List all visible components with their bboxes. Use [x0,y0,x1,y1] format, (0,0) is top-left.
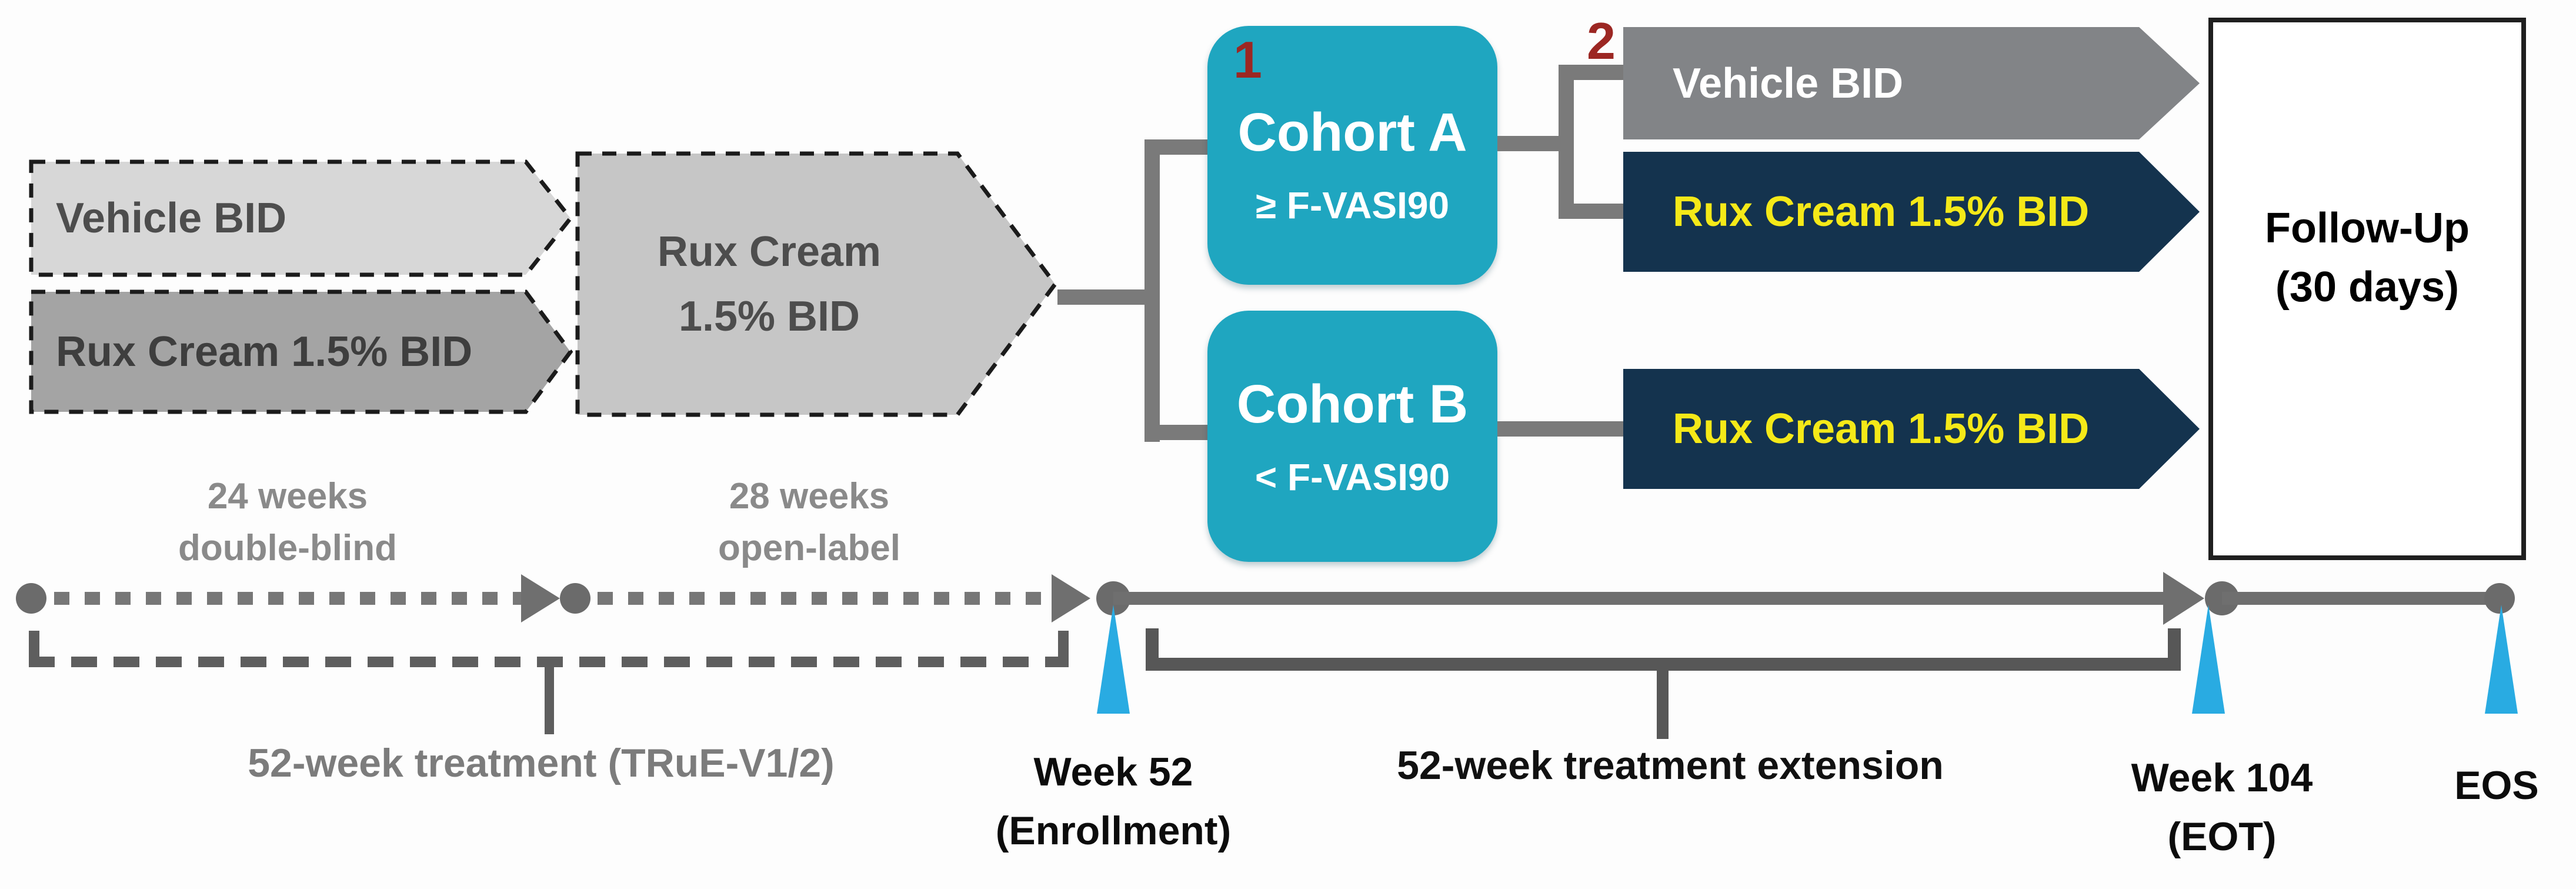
rux-arm-cohort-a-arrow: Rux Cream 1.5% BID [1623,152,2200,272]
pentagon-label-line2: 1.5% BID [678,293,860,340]
vehicle-bid-initial-label: Vehicle BID [56,195,287,242]
bracket2-label: 52-week treatment extension [1397,743,1944,788]
followup-box: Follow-Up (30 days) [2208,18,2526,560]
vehicle-arm-label: Vehicle BID [1673,59,1904,107]
timeline-followup-segment [2222,592,2500,605]
bracket2-right-tick [2168,628,2181,665]
phase2-label-line1: 28 weeks [729,476,890,517]
cohort-b-title: Cohort B [1236,374,1469,434]
connector-branch-to-cohort-b [1144,425,1210,440]
rux-open-label-pentagon: Rux Cream 1.5% BID [575,151,1058,417]
connector-to-rux-arm-a [1559,204,1626,219]
phase1-label-line2: double-blind [178,528,397,568]
week52-label-line2: (Enrollment) [995,808,1232,853]
week104-label: Week 104 (EOT) [2046,748,2398,866]
cohort-a-criteria: ≥ F-VASI90 [1255,184,1450,227]
phase2-label-line2: open-label [718,528,901,568]
rux-bid-initial-label: Rux Cream 1.5% BID [56,328,473,375]
connector-pentagon-stub [1057,289,1153,305]
week104-label-line1: Week 104 [2131,755,2313,800]
vehicle-bid-initial-box: Vehicle BID [29,159,573,277]
vehicle-arm-superscript: 2 [1587,12,1616,70]
connector-branch-vertical [1144,139,1160,442]
timeline-start-dot [16,583,46,614]
week52-label-line1: Week 52 [1033,750,1193,794]
phase1-label-line1: 24 weeks [207,476,368,517]
connector-to-vehicle-arm [1559,65,1626,80]
followup-label-line1: Follow-Up [2265,205,2470,252]
vehicle-arm-arrow: Vehicle BID [1623,27,2200,139]
pentagon-label-line1: Rux Cream [657,228,882,275]
connector-cohort-a-vertical [1559,65,1574,219]
timeline-arrowhead2-icon [1052,574,1090,622]
bracket2-center-tick [1657,671,1669,739]
bracket2-line [1146,658,2181,671]
bracket1-right-tick [1058,631,1069,667]
week52-marker-icon [1097,605,1130,714]
rux-arm-cohort-b-label: Rux Cream 1.5% BID [1673,405,2090,452]
rux-arm-cohort-b-arrow: Rux Cream 1.5% BID [1623,369,2200,489]
bracket2-left-tick [1146,628,1159,665]
rux-arm-cohort-a-label: Rux Cream 1.5% BID [1673,188,2090,235]
connector-branch-to-cohort-a [1144,139,1210,155]
cohort-a-superscript: 1 [1233,31,1262,89]
timeline-arrowhead1-icon [521,574,560,622]
cohort-a-title: Cohort A [1237,102,1467,162]
cohort-b-box: Cohort B < F-VASI90 [1207,311,1497,562]
week104-label-line2: (EOT) [2167,814,2277,859]
phase1-label: 24 weeks double-blind [111,471,464,574]
timeline-dot2 [560,583,590,614]
followup-label-line2: (30 days) [2275,264,2460,311]
dashed-arrow-shape [29,159,573,277]
dashed-pentagon-shape [575,151,1058,417]
bracket1-dashed-line [29,657,1069,667]
timeline-dotted-segment1 [54,592,522,605]
timeline-solid-segment [1113,592,2166,605]
cohort-b-criteria: < F-VASI90 [1254,456,1450,498]
eos-label: EOS [2454,763,2539,808]
bracket1-center-tick [545,667,554,734]
phase2-label: 28 weeks open-label [633,471,986,574]
week52-label: Week 52 (Enrollment) [937,743,1290,860]
dashed-arrow-shape [29,289,573,414]
week104-marker-icon [2192,605,2225,714]
connector-cohort-b-stem [1497,421,1626,437]
cohort-a-box: 1 Cohort A ≥ F-VASI90 [1207,26,1497,285]
eos-marker-icon [2485,605,2518,714]
timeline-dotted-segment2 [598,592,1052,605]
rux-bid-initial-box: Rux Cream 1.5% BID [29,289,573,414]
bracket1-label: 52-week treatment (TRuE-V1/2) [248,741,835,785]
connector-cohort-a-stem [1497,136,1569,151]
